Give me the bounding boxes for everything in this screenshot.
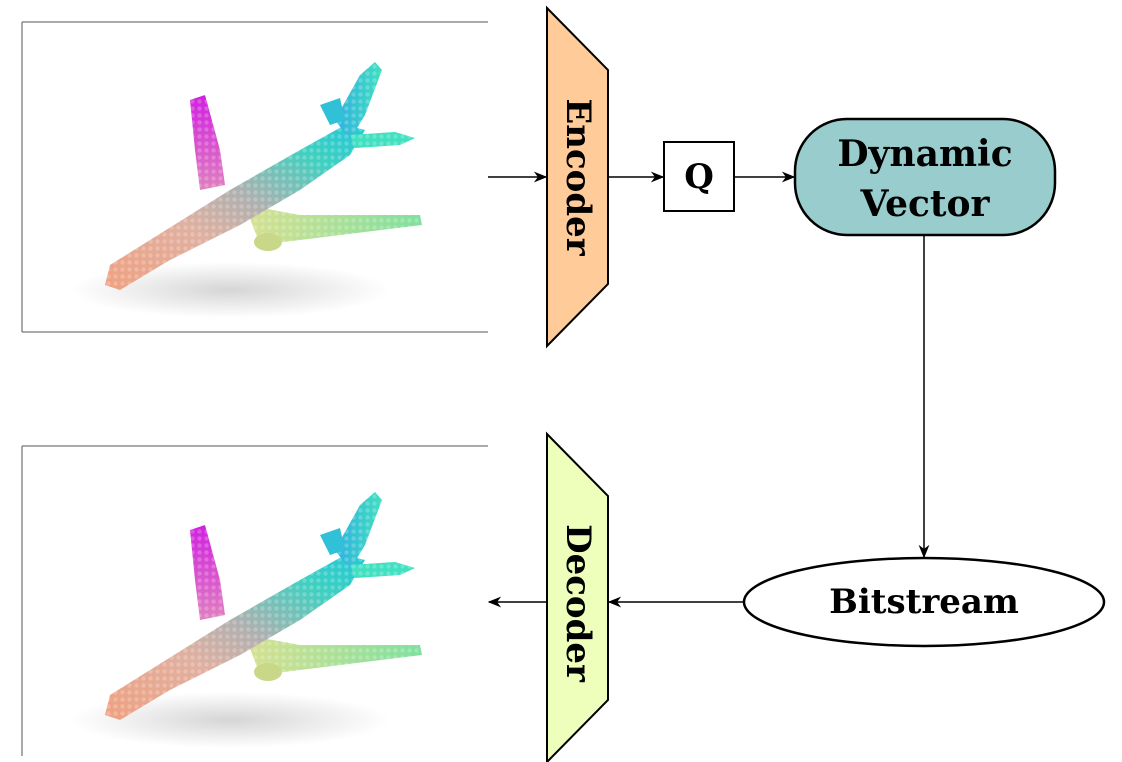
decoder-label: Decoder <box>558 524 598 683</box>
quantizer-label: Q <box>684 157 714 197</box>
dynamic-vector-block: Dynamic Vector <box>793 117 1057 237</box>
input-point-cloud-image <box>21 21 488 333</box>
reconstructed-point-cloud-image <box>21 445 488 756</box>
dynamic-vector-label-line2: Vector <box>859 183 990 225</box>
arrows <box>487 171 930 608</box>
bitstream-block: Bitstream <box>742 556 1106 648</box>
encoder-shape <box>546 5 609 349</box>
bitstream-label: Bitstream <box>829 582 1019 622</box>
dynamic-vector-label-line1: Dynamic <box>837 133 1012 175</box>
encoder-label: Encoder <box>558 98 598 256</box>
quantizer-block: Q <box>663 141 735 212</box>
decoder-shape <box>546 431 609 762</box>
decoder-block: Decoder <box>546 431 609 762</box>
encoder-block: Encoder <box>546 5 609 349</box>
